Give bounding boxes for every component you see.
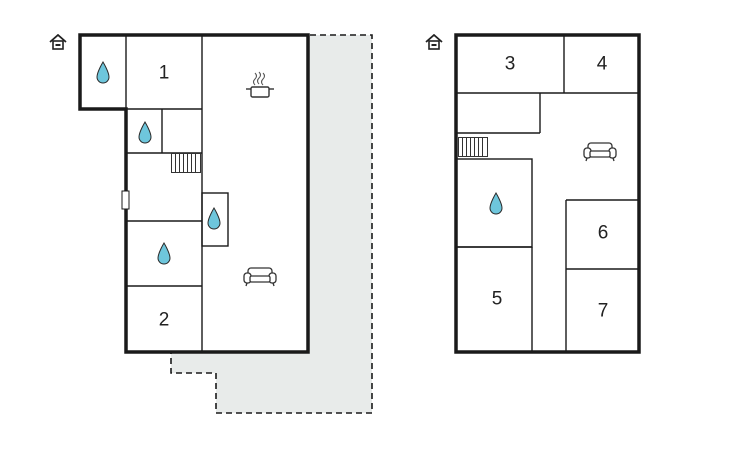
room-number: 5 [492,289,503,310]
room-number: 7 [598,301,609,322]
floor-2-outer-wall [454,33,641,354]
house-icon [49,34,67,50]
stove-pot-icon [245,71,275,98]
room-number: 3 [505,54,516,75]
door-icon [121,190,130,210]
floor-2-interior-walls [455,35,639,352]
room-number: 1 [159,63,170,84]
floor-1-outer-wall [78,33,310,354]
room-number: 6 [598,223,609,244]
sofa-icon [243,267,277,287]
water-drop-icon [489,192,503,215]
stairs-icon [171,153,201,173]
floor-2: 3 4 5 6 7 [425,33,641,354]
water-drop-icon [157,242,171,265]
sofa-icon [583,142,617,162]
floor-1-interior-walls [125,35,229,352]
terrace [170,34,373,414]
stairs-icon [458,137,488,157]
water-drop-icon [96,61,110,84]
room-number: 2 [159,310,170,331]
house-icon [425,34,443,50]
water-drop-icon [207,207,221,230]
water-drop-icon [138,121,152,144]
floor-1: 1 2 [49,33,373,414]
room-number: 4 [597,54,608,75]
